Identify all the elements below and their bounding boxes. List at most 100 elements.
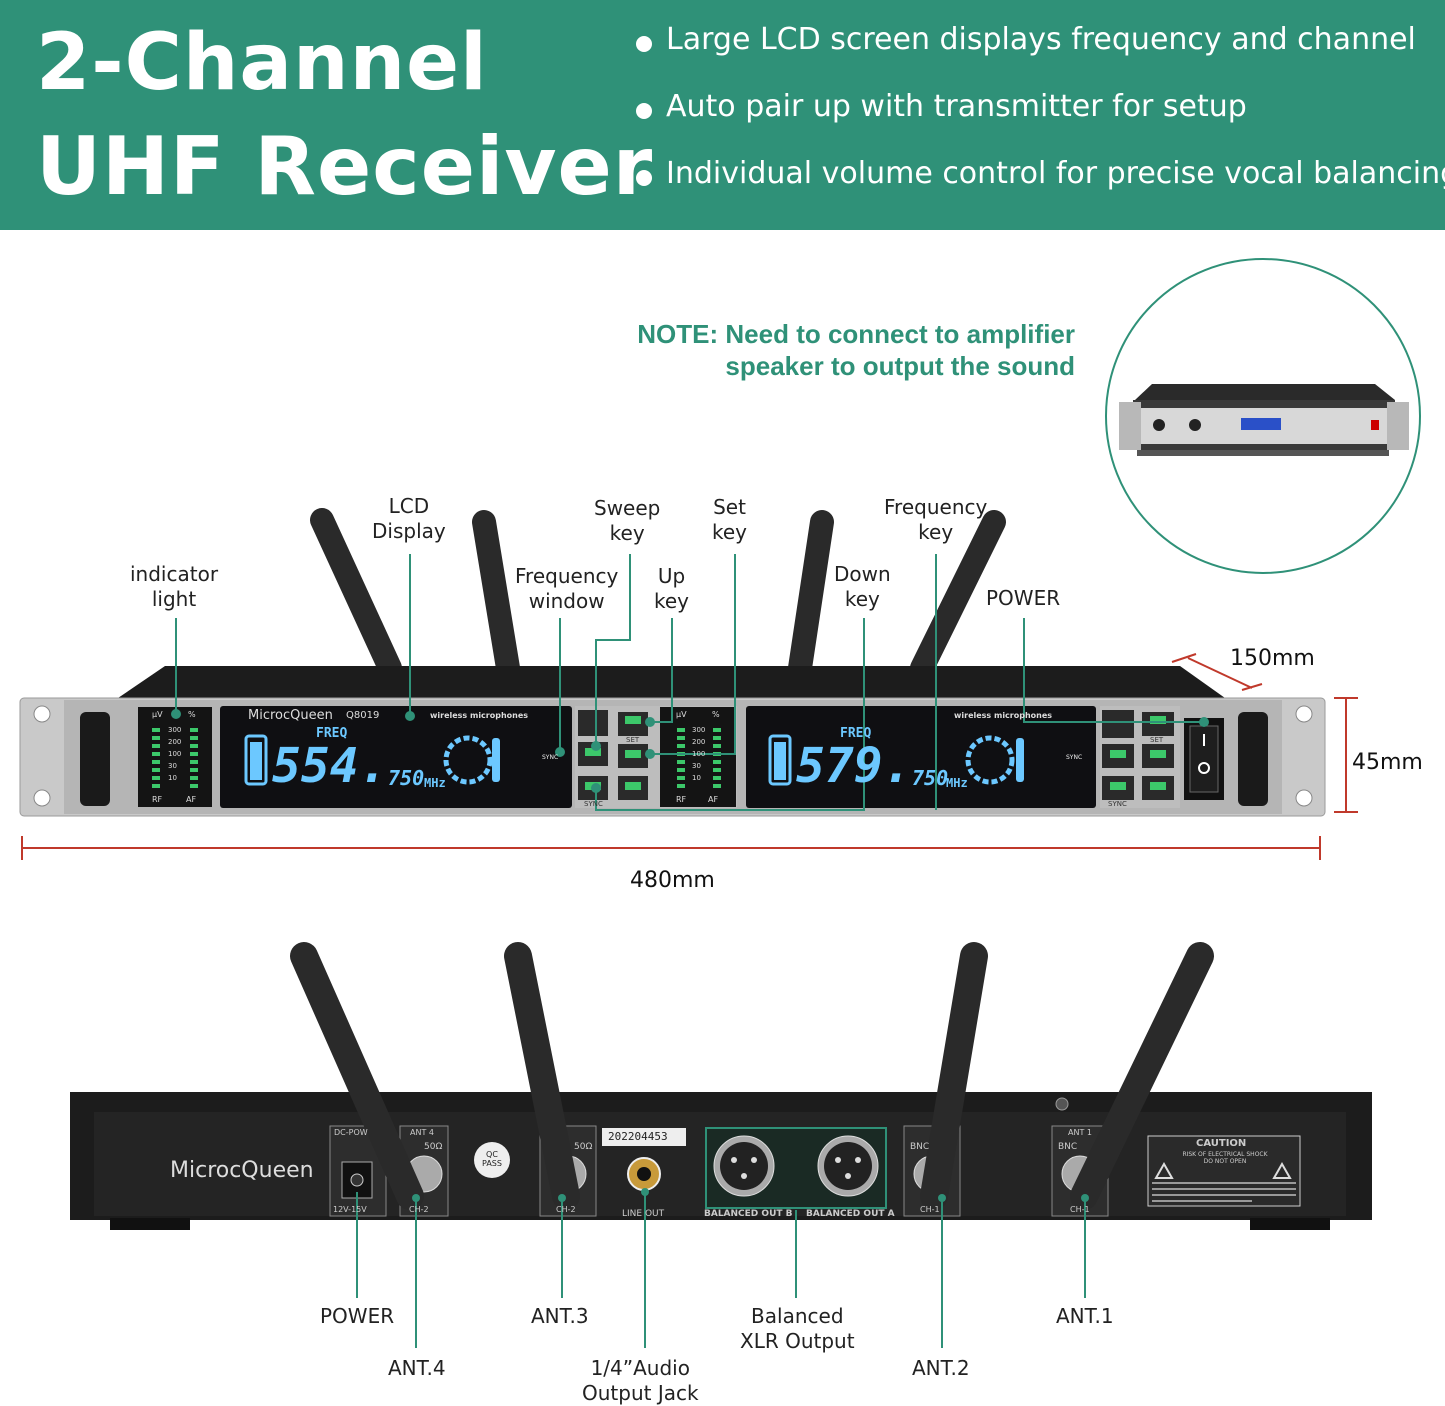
unit-ch1: MHz	[424, 776, 446, 790]
meter-unit: %	[712, 710, 720, 719]
callout-power: POWER	[986, 586, 1061, 610]
meter-af-label: AF	[708, 795, 719, 804]
sync-key-label: SYNC	[584, 800, 603, 808]
unit-ch2: MHz	[946, 776, 968, 790]
ant4-label: ANT 4	[410, 1128, 434, 1137]
level-meter	[660, 707, 736, 807]
callout-ant2: ANT.2	[912, 1356, 970, 1380]
bnc-label: BNC	[1058, 1142, 1078, 1152]
front-brand: MicrocQueen	[248, 708, 333, 723]
feature-item: Large LCD screen displays frequency and …	[636, 22, 1445, 89]
callout-ant4: ANT.4	[388, 1356, 446, 1380]
dimension-depth: 150mm	[1230, 646, 1315, 671]
callout-rear-power: POWER	[320, 1304, 395, 1328]
antenna	[472, 510, 520, 680]
amplifier-image	[1119, 384, 1409, 456]
frequency-readout-ch2: 579.	[796, 738, 912, 794]
meter-rf-label: RF	[152, 795, 163, 804]
antenna	[920, 942, 988, 1210]
set-key-label: SET	[1150, 736, 1164, 744]
ch2-label: CH-2	[556, 1205, 576, 1214]
balanced-out-b-label: BALANCED OUT B	[704, 1209, 793, 1219]
feature-item: Individual volume control for precise vo…	[636, 156, 1445, 223]
front-tagline: wireless microphones	[430, 711, 529, 720]
callout-ant1: ANT.1	[1056, 1304, 1114, 1328]
ant1-label: ANT 1	[1068, 1128, 1092, 1137]
freq-label-ch1: FREQ	[316, 726, 348, 741]
front-tagline-ch2: wireless microphones	[954, 711, 1053, 720]
sync-label: SYNC	[542, 754, 559, 761]
dc-rating-label: 12V-15V	[333, 1205, 367, 1214]
feature-list: Large LCD screen displays frequency and …	[636, 22, 1445, 223]
sync-key-label: SYNC	[1108, 800, 1127, 808]
ch2-label: CH-2	[409, 1205, 429, 1214]
header-banner: 2-Channel UHF Receiver Large LCD screen …	[0, 0, 1445, 230]
antenna	[290, 942, 424, 1210]
callout-ant3: ANT.3	[531, 1304, 589, 1328]
bullet-icon	[636, 103, 652, 119]
qc-sticker	[474, 1142, 510, 1178]
dimension-height: 45mm	[1352, 750, 1423, 775]
frequency-readout-ch1: 554.	[272, 738, 388, 794]
sync-label: SYNC	[1066, 754, 1083, 761]
set-key-label: SET	[626, 736, 640, 744]
caution-subtitle: RISK OF ELECTRICAL SHOCK DO NOT OPEN	[1182, 1151, 1268, 1165]
amplifier-note: NOTE: Need to connect to amplifier speak…	[637, 319, 1075, 381]
meter-rf-label: RF	[676, 795, 687, 804]
sweep-key[interactable]	[578, 710, 608, 736]
line-out-label: LINE OUT	[622, 1209, 665, 1219]
title-line-2: UHF Receiver	[36, 120, 654, 213]
bullet-icon	[636, 170, 652, 186]
frequency-decimal-ch2: 750	[912, 766, 949, 790]
ohm-label: 50Ω	[574, 1142, 593, 1152]
lcd-display-ch2	[746, 706, 1096, 808]
antenna	[910, 510, 1006, 680]
amplifier-inset	[1105, 258, 1421, 574]
freq-label-ch2: FREQ	[840, 726, 872, 741]
ch1-label: CH-1	[1070, 1205, 1090, 1214]
serial-number: 202204453	[608, 1130, 668, 1143]
balanced-out-a-label: BALANCED OUT A	[806, 1209, 895, 1219]
rear-brand: MicrocQueen	[170, 1158, 314, 1183]
meter-af-label: AF	[186, 795, 197, 804]
bullet-icon	[636, 36, 652, 52]
meter-unit: µV	[152, 710, 163, 719]
caution-title: CAUTION	[1196, 1138, 1247, 1149]
warning-icon	[1272, 1161, 1292, 1179]
warning-icon	[1154, 1161, 1174, 1179]
bnc-label: BNC	[910, 1142, 930, 1152]
frequency-decimal-ch1: 750	[388, 766, 425, 790]
meter-unit: µV	[676, 710, 687, 719]
ohm-label: 50Ω	[424, 1142, 443, 1152]
antenna	[788, 510, 834, 680]
serial-sticker	[602, 1128, 686, 1146]
front-model: Q8019	[346, 710, 380, 721]
meter-unit: %	[188, 710, 196, 719]
rack-handle	[1238, 712, 1268, 806]
lcd-display-ch1	[220, 706, 572, 808]
rack-handle	[80, 712, 110, 806]
ch1-label: CH-1	[920, 1205, 940, 1214]
level-meter	[138, 707, 212, 807]
antenna	[310, 508, 402, 680]
antenna	[504, 942, 580, 1210]
dimension-width: 480mm	[630, 868, 715, 893]
title-line-1: 2-Channel	[36, 18, 488, 108]
dc-power-label: DC-POW	[334, 1128, 368, 1137]
antenna	[1070, 942, 1214, 1210]
feature-item: Auto pair up with transmitter for setup	[636, 89, 1445, 156]
